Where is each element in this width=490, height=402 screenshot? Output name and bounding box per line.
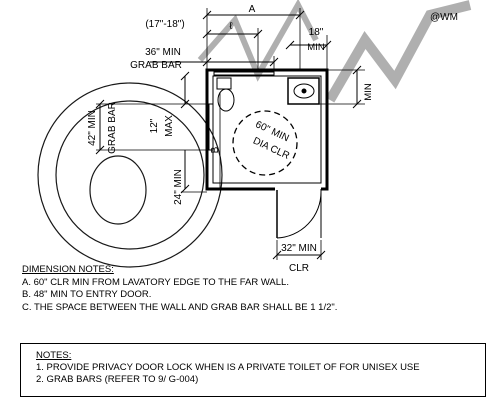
rear-grab-bar xyxy=(213,71,275,76)
tick xyxy=(295,10,305,20)
watermark-at-inner xyxy=(55,100,205,250)
dim-b-text: B xyxy=(210,146,221,153)
dimension-note-item: A. 60" CLR MIN FROM LAVATORY EDGE TO THE… xyxy=(22,276,289,288)
max-12-text: 12" xyxy=(149,118,160,133)
notes-title: NOTES: xyxy=(36,350,72,361)
dimension-notes: DIMENSION NOTES: A. 60" CLR MIN FROM LAV… xyxy=(22,264,482,314)
grab-bar-36-text: 36" MIN xyxy=(145,47,181,58)
max-label: MAX xyxy=(164,115,175,137)
door-swing-arc xyxy=(276,191,322,239)
room-walls xyxy=(205,68,329,191)
watermark-m xyxy=(325,0,472,103)
door-clear-label: CLR xyxy=(289,263,309,274)
lavatory-counter xyxy=(287,77,320,105)
centerline-18-text: 18" xyxy=(309,27,324,38)
notes-box: NOTES: 1. PROVIDE PRIVACY DOOR LOCK WHEN… xyxy=(20,343,486,397)
watermark-text: @WM xyxy=(430,12,458,23)
toilet-bowl xyxy=(217,88,235,112)
tick xyxy=(202,57,212,67)
grab-bar-42-text: 42" MIN xyxy=(87,110,98,146)
tick xyxy=(285,40,295,50)
lavatory-drain xyxy=(301,88,307,94)
grab-bar-vertical-label: GRAB BAR xyxy=(107,102,118,154)
lavatory-basin xyxy=(293,83,315,99)
grab-bar-label: GRAB BAR xyxy=(130,60,182,71)
tick xyxy=(180,99,190,109)
dimension-notes-title: DIMENSION NOTES: xyxy=(22,264,114,275)
clear-turning-circle xyxy=(232,110,298,176)
right-min-text: MIN xyxy=(363,83,374,101)
note-item: 2. GRAB BARS (REFER TO 9/ G-004) xyxy=(36,374,199,385)
door-clear-text: 32" MIN xyxy=(281,243,317,254)
tick xyxy=(202,29,212,39)
tick xyxy=(180,71,190,81)
dim-a-range-text: (17"-18") xyxy=(145,19,184,30)
min-24-text: 24" MIN xyxy=(173,169,184,205)
dimension-note-item: B. 48" MIN TO ENTRY DOOR. xyxy=(22,289,152,300)
watermark-w xyxy=(197,0,319,82)
dimension-note-item: C. THE SPACE BETWEEN THE WALL AND GRAB B… xyxy=(22,301,338,313)
watermark-at-outer xyxy=(37,82,223,268)
tick xyxy=(202,10,212,20)
watermark-at-core xyxy=(89,155,147,225)
note-item: 1. PROVIDE PRIVACY DOOR LOCK WHEN IS A P… xyxy=(36,362,420,373)
dim-a-text: A xyxy=(249,4,256,15)
dim-18-min-text: MIN xyxy=(307,42,325,53)
centerline-symbol: ℓ xyxy=(229,21,233,32)
